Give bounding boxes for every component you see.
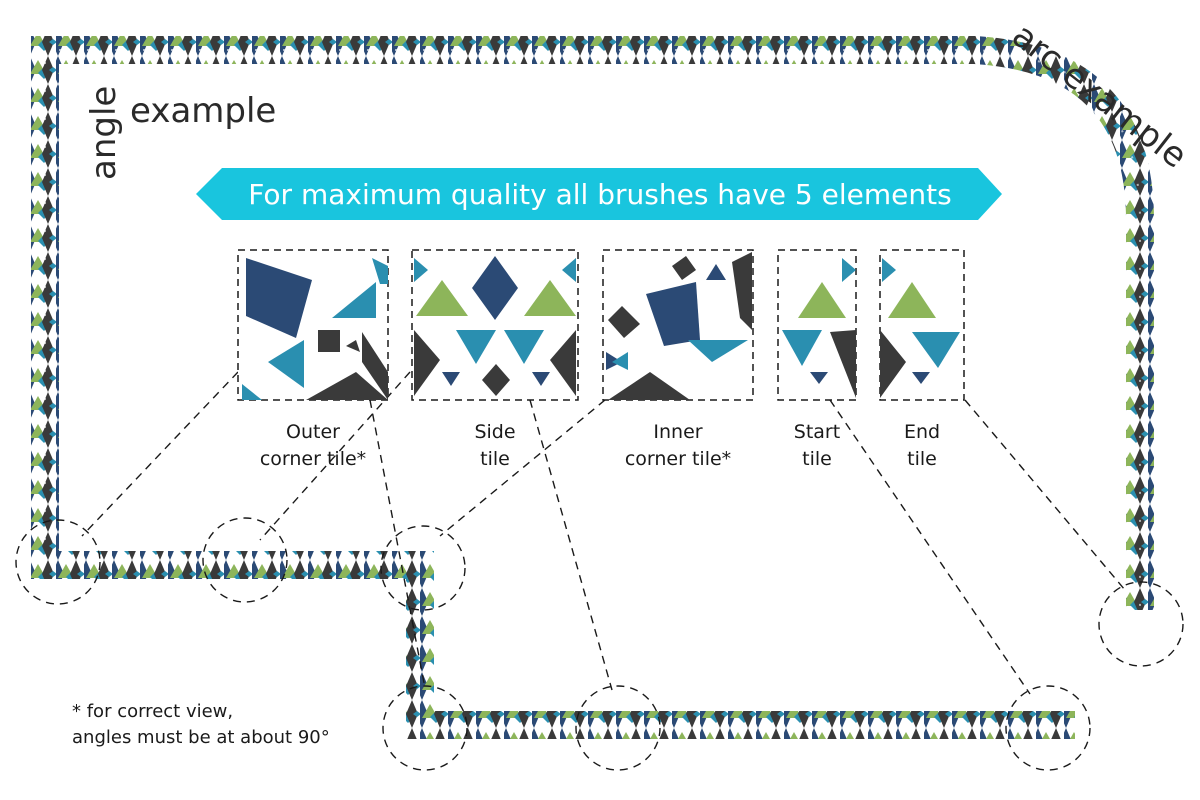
tile-label-start-line1: Start bbox=[794, 421, 840, 443]
angle-example-label: example bbox=[130, 91, 276, 131]
tile-label-end-line1: End bbox=[904, 421, 940, 443]
tile-label-side-line2: tile bbox=[480, 448, 510, 470]
arc-example-label: arc example bbox=[1004, 16, 1194, 177]
circle-inner-corner bbox=[380, 525, 466, 611]
lower-brush-path bbox=[31, 540, 1075, 739]
circle-end-bottom bbox=[1005, 685, 1091, 771]
banner-shape bbox=[196, 168, 1002, 220]
connector-lines bbox=[81, 371, 1126, 695]
tile-start bbox=[777, 249, 857, 401]
highlight-circles bbox=[15, 517, 1184, 771]
tile-label-end-line2: tile bbox=[907, 448, 937, 470]
tile-label-inner-line2: corner tile* bbox=[625, 448, 731, 470]
footnote-line1: * for correct view, bbox=[72, 701, 233, 722]
banner-text: For maximum quality all brushes have 5 e… bbox=[248, 178, 951, 211]
circle-lower-corner bbox=[382, 685, 468, 771]
circle-side-left bbox=[202, 517, 288, 603]
tile-outer-corner bbox=[237, 249, 389, 401]
border-brush-path bbox=[31, 36, 1154, 610]
tile-label-outer-line2: corner tile* bbox=[260, 448, 366, 470]
circle-outer-corner bbox=[15, 519, 101, 605]
tile-end bbox=[879, 249, 965, 401]
tile-label-outer-line1: Outer bbox=[286, 421, 340, 443]
tile-label-side-line1: Side bbox=[474, 421, 515, 443]
circle-side-bottom bbox=[575, 685, 661, 771]
footnote-line2: angles must be at about 90° bbox=[72, 727, 330, 748]
circle-end-arc bbox=[1098, 581, 1184, 667]
banner: For maximum quality all brushes have 5 e… bbox=[196, 168, 1002, 220]
tile-label-inner-line1: Inner bbox=[653, 421, 702, 443]
angle-label: angle bbox=[84, 86, 124, 180]
tile-inner-corner bbox=[602, 249, 754, 401]
tile-side bbox=[411, 249, 579, 401]
tile-label-start-line2: tile bbox=[802, 448, 832, 470]
